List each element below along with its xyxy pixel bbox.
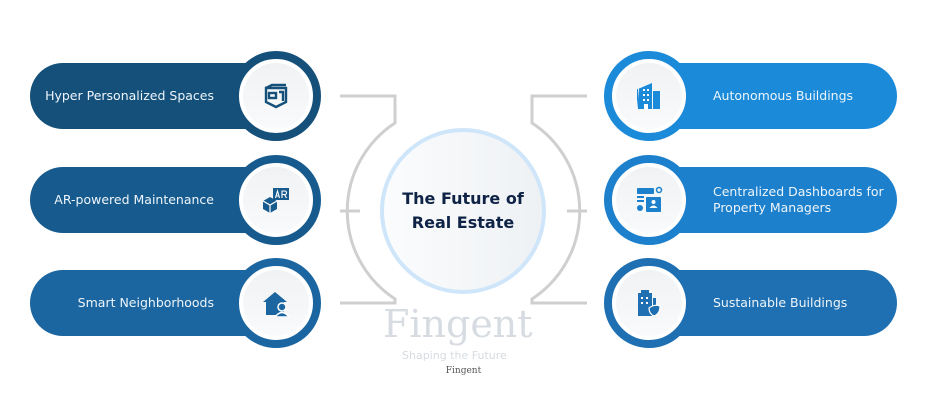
center-title: The Future of Real Estate: [380, 128, 546, 294]
home-user-icon: [263, 292, 290, 317]
item-label: AR-powered Maintenance: [54, 192, 214, 207]
room-3d-icon: [264, 83, 288, 109]
dashboard-icon: [637, 186, 663, 212]
building-icon: [637, 83, 660, 109]
item-icon-circle: [231, 51, 321, 141]
ar-box-icon: [262, 188, 289, 213]
item-label: Smart Neighborhoods: [77, 295, 214, 310]
item-icon-circle: [604, 51, 694, 141]
item-label: Autonomous Buildings: [713, 88, 854, 103]
item-label: Sustainable Buildings: [713, 295, 848, 310]
eco-building-icon: [638, 290, 661, 317]
center-title-line2: Real Estate: [411, 213, 515, 232]
watermark-tagline: Shaping the Future: [402, 349, 507, 362]
item-label: Hyper Personalized Spaces: [45, 88, 214, 103]
item-icon-circle: [604, 258, 694, 348]
item-icon-circle: [231, 155, 321, 245]
watermark-brand: Fingent: [383, 302, 533, 346]
footer-credit: Fingent: [445, 366, 482, 376]
center-title-line1: The Future of: [402, 189, 524, 208]
item-icon-circle: [604, 155, 694, 245]
item-label: Centralized Dashboards for Property Mana…: [713, 184, 884, 215]
item-icon-circle: [231, 258, 321, 348]
